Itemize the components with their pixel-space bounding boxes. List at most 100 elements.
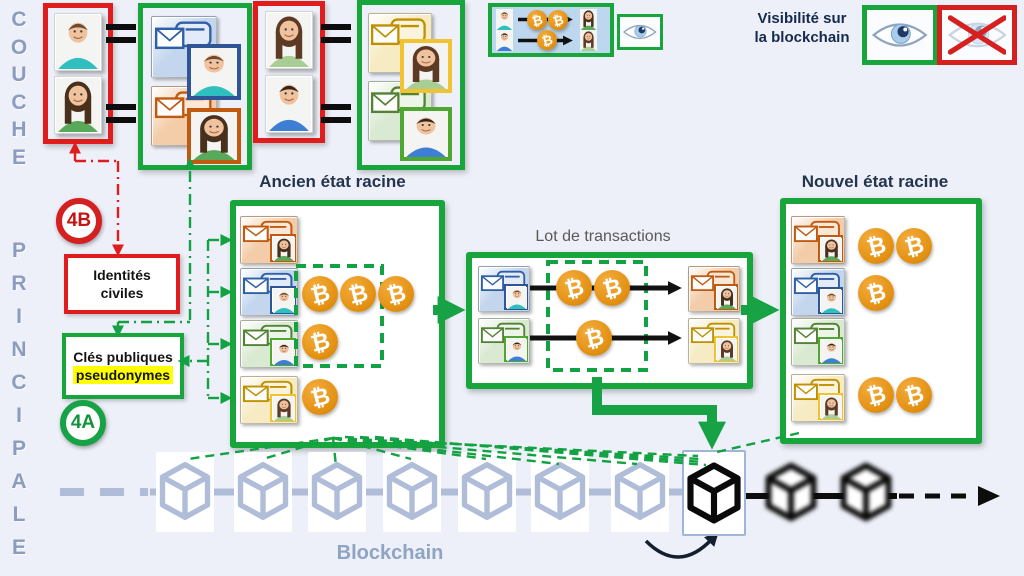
confirmed-block-tile (383, 452, 441, 532)
layer-letter: L (12, 503, 26, 526)
bitcoin-icon: ₿ (302, 276, 338, 312)
civil-identities-label: Identités civiles (64, 254, 180, 314)
photo-woman-green (54, 76, 102, 134)
bitcoin-icon: ₿ (556, 270, 592, 306)
mini-photo-sender-2 (496, 30, 513, 51)
confirmed-block-tile (611, 452, 669, 532)
civil-identities-line2: civiles (100, 285, 144, 301)
civil-identity-box-1 (43, 3, 113, 144)
mailbox-icon-yellow (791, 374, 845, 422)
visibility-line1: Visibilité sur (757, 10, 847, 27)
block-cube-icon (159, 462, 211, 520)
confirmed-block-tile (234, 452, 292, 532)
layer-letter: R (11, 272, 27, 295)
pseudonym-key-box-2 (357, 0, 465, 170)
avatar-man-blue (270, 338, 296, 366)
bitcoin-icon: ₿ (576, 320, 612, 356)
bitcoin-icon: ₿ (858, 377, 894, 413)
bitcoin-icon: ₿ (378, 276, 414, 312)
equals-icon (106, 24, 136, 43)
mailbox-icon-green (478, 318, 530, 364)
layer-letter: A (11, 470, 27, 493)
mini-photo-receiver-1 (580, 9, 597, 30)
avatar-man-teal (818, 287, 843, 314)
avatar-man-teal (504, 284, 528, 310)
block-cube-icon (386, 462, 438, 520)
mailbox-icon-blue (240, 268, 298, 316)
old-balance-green: ₿ (302, 324, 338, 360)
bitcoin-icon: ₿ (594, 270, 630, 306)
tx2-coins: ₿ (576, 320, 612, 356)
upcoming-block-cube-icon (839, 462, 893, 522)
layer-letter: P (11, 437, 26, 460)
photo-woman-brown (265, 11, 313, 70)
avatar-man-teal (270, 286, 296, 314)
new-balance-yellow: ₿₿ (858, 377, 932, 413)
block-cube-icon (614, 462, 666, 520)
confirmed-block-tile (308, 452, 366, 532)
layer-letter: C (11, 8, 27, 31)
avatar-woman-brown (818, 393, 843, 420)
bitcoin-icon: ₿ (537, 30, 557, 50)
equals-icon (106, 104, 136, 123)
block-cube-icon (237, 462, 289, 520)
visibility-eye-small (617, 14, 663, 50)
equals-icon (321, 104, 351, 123)
old-state-title: Ancien état racine (259, 172, 406, 191)
public-keys-label: Clés publiques pseudonymes (62, 333, 184, 399)
eye-hidden-icon (937, 5, 1017, 65)
old-balance-yellow: ₿ (302, 379, 338, 415)
confirmed-block-tile (531, 452, 589, 532)
mailbox-icon-blue (478, 266, 530, 312)
bitcoin-icon: ₿ (527, 10, 547, 30)
eye-visible-icon (862, 5, 938, 65)
layer-letter: N (11, 338, 27, 361)
layer-letter: H (11, 118, 27, 141)
mailbox-icon-orange (240, 216, 298, 264)
avatar-woman-brown (400, 39, 452, 93)
layer-letter: C (11, 90, 27, 114)
badge-4a: 4A (60, 400, 106, 446)
chain-forward-arrowhead (978, 486, 1000, 506)
avatar-man-teal (187, 44, 241, 100)
bitcoin-icon: ₿ (858, 275, 894, 311)
layer-letter: O (10, 35, 28, 59)
layer-letter: C (11, 371, 27, 394)
avatar-man-blue (818, 337, 843, 364)
tx-batch-title: Lot de transactions (535, 228, 671, 245)
confirmed-block-tile (458, 452, 516, 532)
current-block-cube-icon (687, 462, 741, 524)
mailbox-icon-yellow (240, 376, 298, 424)
pseudonyms-highlight: pseudonymes (72, 366, 174, 384)
block-cube-icon (534, 462, 586, 520)
bitcoin-icon: ₿ (340, 276, 376, 312)
layer-letter: P (11, 239, 26, 262)
mailbox-icon-yellow (688, 318, 740, 364)
layer-letter: U (11, 63, 27, 86)
mailbox-icon-green (791, 318, 845, 366)
avatar-man-blue (504, 336, 528, 362)
layer-letter: I (16, 305, 22, 328)
block-cube-icon (311, 462, 363, 520)
civil-identities-line1: Identités (93, 267, 151, 283)
photo-man-blue (265, 74, 313, 133)
legend-tx1-coins: ₿₿ (527, 10, 568, 30)
legend-tx2-coins: ₿ (537, 30, 557, 50)
badge-4b: 4B (56, 198, 102, 244)
bitcoin-icon: ₿ (302, 379, 338, 415)
avatar-woman-brown (714, 336, 738, 362)
layer-letter: E (11, 536, 26, 559)
bitcoin-icon: ₿ (896, 377, 932, 413)
current-block-tile (682, 450, 746, 536)
mailbox-icon-orange (791, 216, 845, 264)
public-keys-line1: Clés publiques (73, 349, 173, 365)
equals-icon (321, 24, 351, 43)
new-state-title: Nouvel état racine (801, 172, 949, 191)
visibility-legend-label: Visibilité sur la blockchain (748, 9, 856, 47)
layer-letter: E (11, 145, 26, 169)
new-balance-orange: ₿₿ (858, 228, 932, 264)
block-append-arc (644, 531, 719, 559)
mailbox-icon-green (240, 320, 298, 368)
